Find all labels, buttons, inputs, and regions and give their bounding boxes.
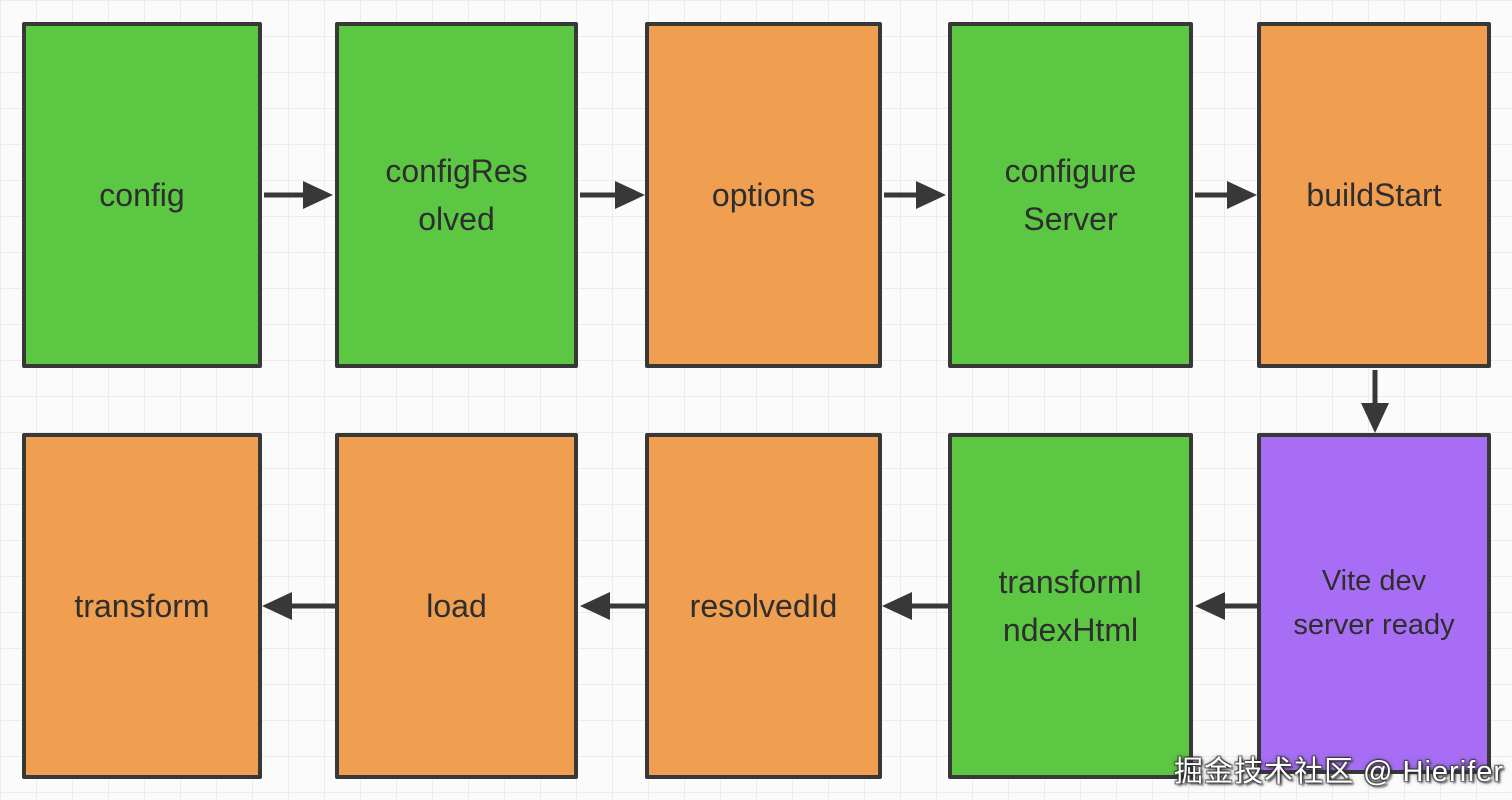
node-configureserver: configure Server: [948, 22, 1193, 368]
arrow-resolvedid-to-load-icon: [580, 592, 645, 620]
node-label: buildStart: [1306, 177, 1442, 213]
arrow-options-to-configureserver-icon: [884, 181, 946, 209]
arrow-configresolved-to-options-icon: [580, 181, 645, 209]
arrow-transformindexhtml-to-resolvedid-icon: [882, 592, 948, 620]
arrow-viteready-to-transformindexhtml-icon: [1195, 592, 1257, 620]
node-label: config: [99, 177, 185, 213]
node-label: transform: [74, 588, 210, 624]
node-label: options: [711, 177, 816, 213]
watermark: 掘金技术社区 @ Hierifer: [1173, 756, 1504, 788]
node-label: Vite dev server ready: [1293, 565, 1455, 641]
node-label: configRes olved: [385, 153, 528, 237]
node-label: resolvedId: [689, 588, 838, 624]
arrow-load-to-transform-icon: [262, 592, 335, 620]
arrow-config-to-configresolved-icon: [264, 181, 333, 209]
node-config: config: [22, 22, 262, 368]
node-label: transformI ndexHtml: [998, 564, 1143, 648]
node-vite-dev-server-ready: Vite dev server ready: [1257, 433, 1491, 774]
node-label: configure Server: [1004, 153, 1137, 237]
node-label: load: [426, 588, 487, 624]
node-resolvedid: resolvedId: [645, 433, 882, 779]
node-configresolved: configRes olved: [335, 22, 578, 368]
arrow-buildstart-to-viteready-icon: [1361, 370, 1389, 433]
node-buildstart: buildStart: [1257, 22, 1491, 368]
node-load: load: [335, 433, 578, 779]
node-transformindexhtml: transformI ndexHtml: [948, 433, 1193, 779]
arrow-configureserver-to-buildstart-icon: [1195, 181, 1257, 209]
node-transform: transform: [22, 433, 262, 779]
node-options: options: [645, 22, 882, 368]
